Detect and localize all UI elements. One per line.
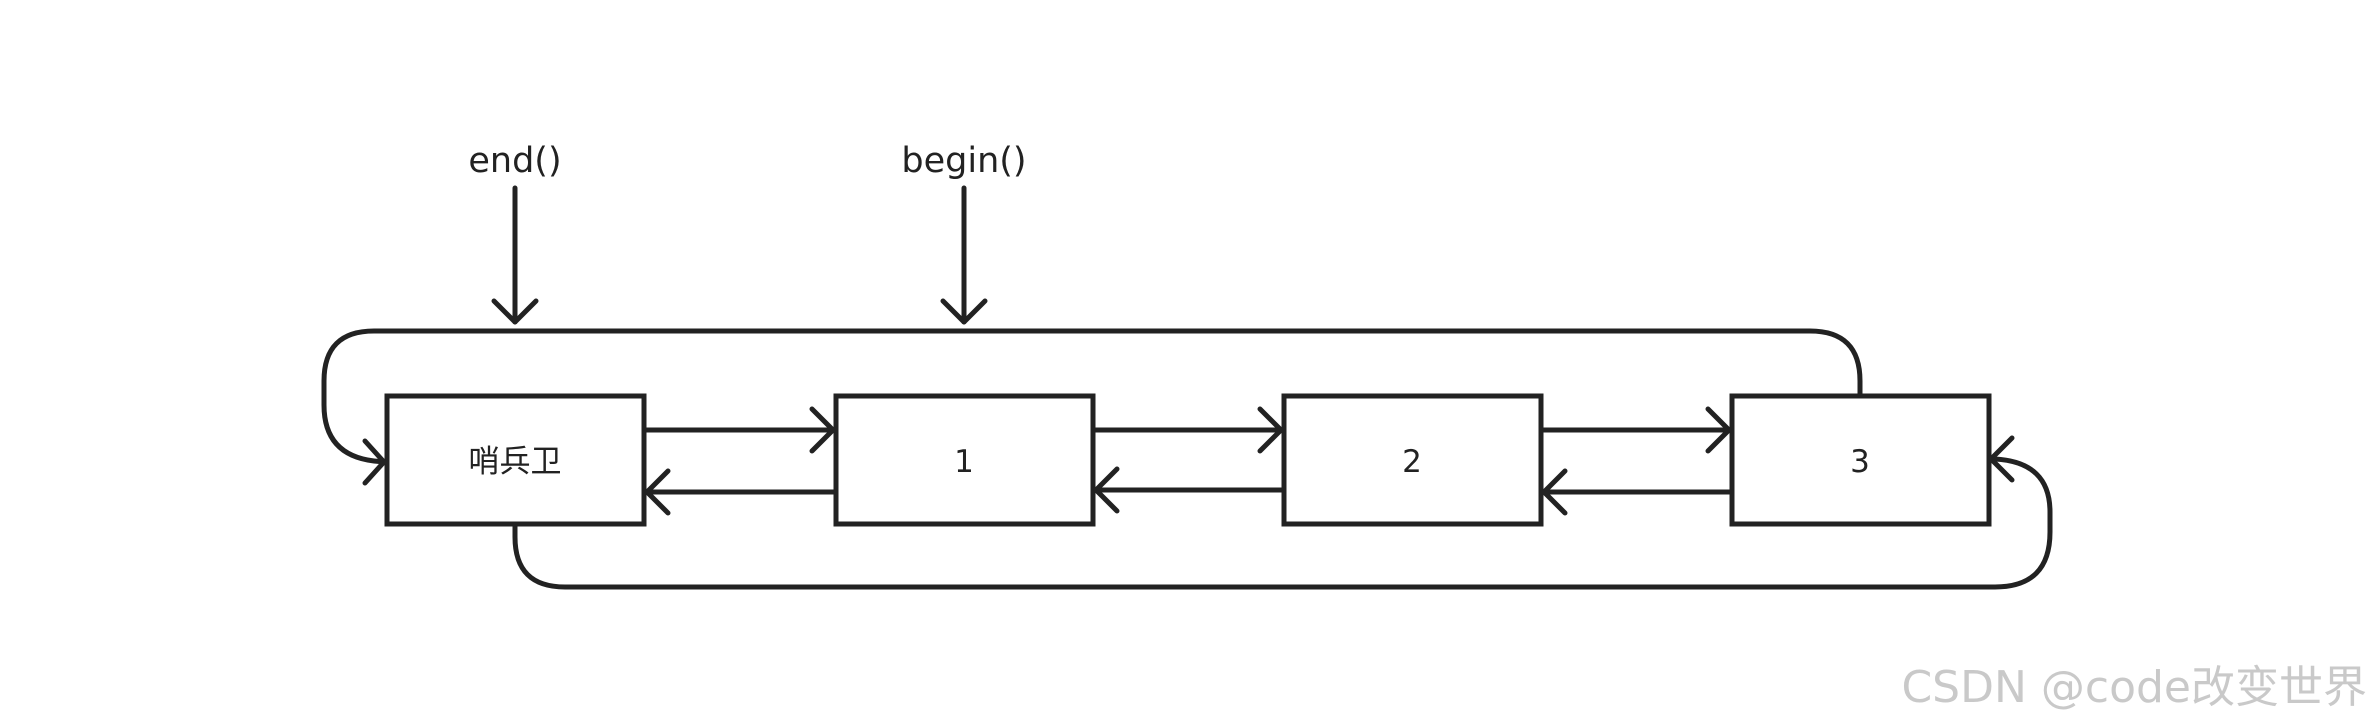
node-1-label: 1	[954, 444, 974, 480]
prev-loop-3-to-sentinel	[321, 328, 1863, 486]
next-arrow-sentinel-to-1	[641, 406, 836, 454]
next-arrow-2-to-3	[1538, 406, 1732, 454]
node-2-label: 2	[1402, 444, 1422, 480]
node-2-box	[1281, 393, 1544, 527]
next-arrow-1-to-2	[1090, 406, 1284, 454]
next-loop-sentinel-to-3	[512, 435, 2053, 590]
prev-arrow-1-to-sentinel	[644, 468, 839, 516]
node-1-box	[833, 393, 1096, 527]
node-sentinel-box	[384, 393, 647, 527]
node-sentinel-label: 哨兵卫	[469, 444, 562, 480]
begin-pointer-arrow	[940, 185, 988, 325]
node-3-label: 3	[1850, 444, 1870, 480]
prev-arrow-3-to-2	[1541, 468, 1735, 516]
begin-pointer-label: begin()	[901, 141, 1026, 181]
csdn-watermark: CSDN @code改变世界	[1901, 662, 2367, 713]
end-pointer-label: end()	[468, 141, 561, 181]
prev-arrow-2-to-1	[1093, 466, 1287, 514]
end-pointer-arrow	[491, 185, 539, 325]
